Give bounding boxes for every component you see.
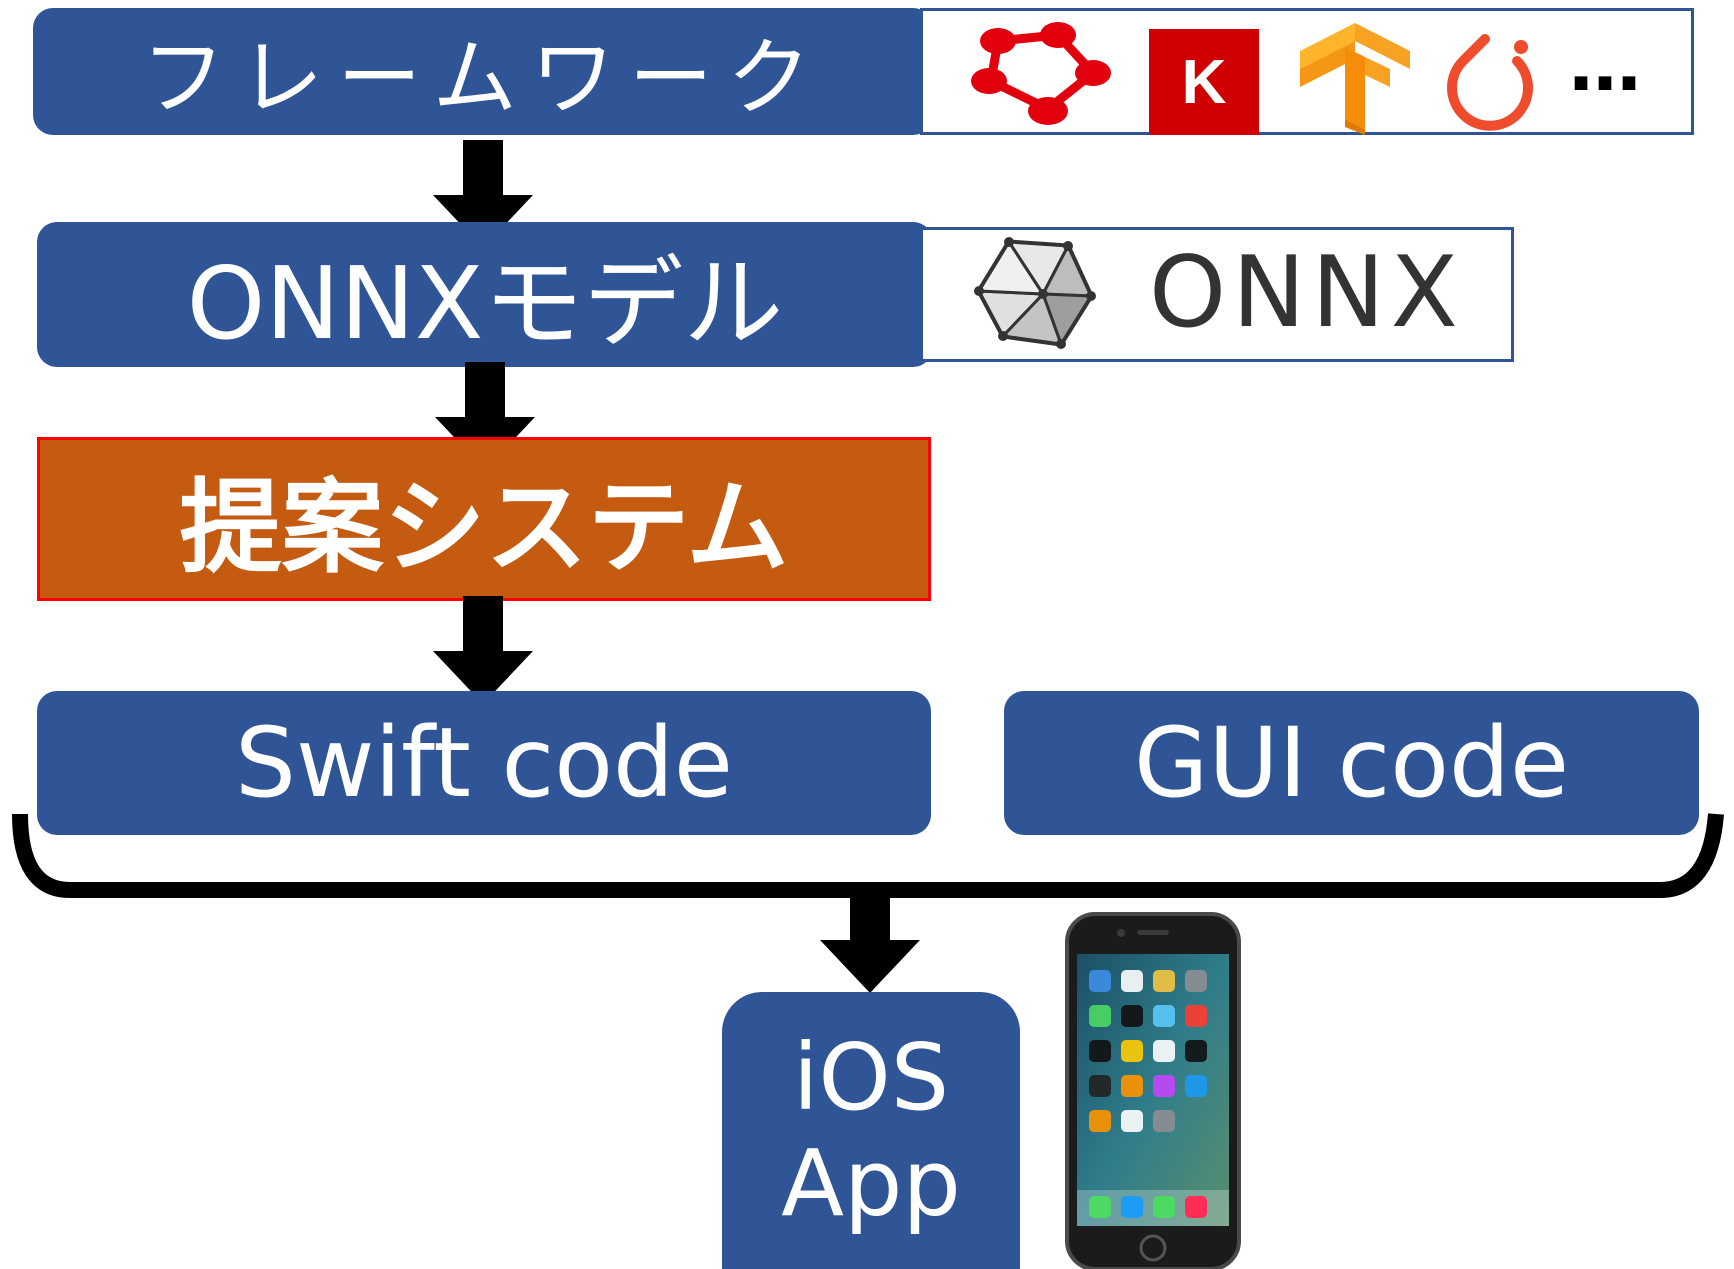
gui-code-box: GUI code (1004, 691, 1699, 835)
framework-label: フレームワーク (141, 29, 825, 127)
keras-icon: K (1149, 29, 1259, 135)
onnx-model-label: ONNXモデル (186, 245, 784, 362)
ios-app-box: iOS App (722, 992, 1020, 1269)
caffe2-icon (971, 22, 1111, 125)
ios-app-label-line1: iOS (792, 1023, 950, 1131)
swift-code-label: Swift code (235, 707, 733, 819)
onnx-wordmark: ONNX (1149, 236, 1464, 350)
swift-code-box: Swift code (37, 691, 931, 835)
iphone-image (1065, 912, 1241, 1269)
framework-logos-panel: K … (920, 8, 1694, 135)
gui-code-label: GUI code (1134, 707, 1569, 819)
onnx-logo-panel: ONNX (920, 227, 1514, 362)
framework-box: フレームワーク (33, 8, 933, 135)
home-button (1139, 1234, 1167, 1262)
arrow-framework-to-onnx (433, 140, 533, 248)
pytorch-icon (1447, 34, 1533, 131)
app-icon-grid (1077, 970, 1229, 1226)
arrow-proposal-to-swift (433, 596, 533, 704)
onnx-icon (974, 237, 1096, 349)
arrow-code-to-ios-app (820, 885, 920, 993)
ios-app-label-line2: App (781, 1129, 961, 1237)
tensorflow-icon (1300, 23, 1410, 135)
proposed-system-label: 提案システム (179, 468, 789, 588)
more-frameworks-ellipsis: … (1569, 23, 1641, 107)
proposed-system-box: 提案システム (37, 437, 931, 601)
onnx-model-box: ONNXモデル (37, 222, 933, 367)
